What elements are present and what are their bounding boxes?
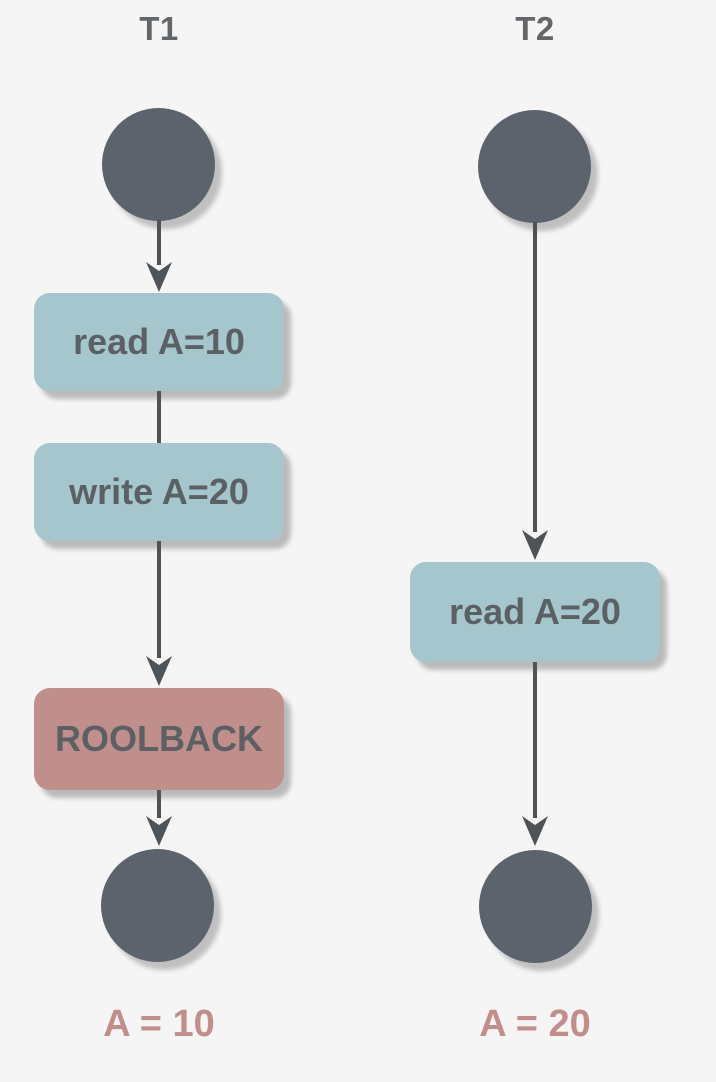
arrowhead-down-icon <box>522 530 548 560</box>
t2-step-read: read A=20 <box>410 562 660 662</box>
arrowhead-down-icon <box>146 262 172 292</box>
arrowhead-down-icon <box>146 656 172 686</box>
t1-result-label: A = 10 <box>103 1003 215 1045</box>
t1-step-write-label: write A=20 <box>69 471 249 512</box>
t1-start-node <box>102 108 215 221</box>
t1-end-node <box>101 849 214 962</box>
t2-result-label: A = 20 <box>479 1003 591 1045</box>
arrowhead-down-icon <box>522 816 548 846</box>
t2-step-read-label: read A=20 <box>449 591 621 632</box>
t1-step-write: write A=20 <box>34 443 284 541</box>
t1-step-rollback-label: ROOLBACK <box>55 718 263 759</box>
lane-label-t1: T1 <box>139 10 179 47</box>
arrowhead-down-icon <box>146 816 172 846</box>
t1-step-read: read A=10 <box>34 293 284 391</box>
t1-connector-start-read <box>157 220 161 265</box>
lane-label-t2: T2 <box>515 10 555 47</box>
t1-connector-write-rollback <box>157 541 161 658</box>
t1-step-rollback: ROOLBACK <box>34 688 284 790</box>
t2-start-node <box>478 110 591 223</box>
t1-connector-read-write <box>157 391 161 443</box>
t2-connector-read-end <box>533 662 537 818</box>
t2-end-node <box>479 850 592 963</box>
t1-step-read-label: read A=10 <box>73 321 245 362</box>
t1-connector-rollback-end <box>157 790 161 818</box>
t2-connector-start-read <box>533 222 537 532</box>
